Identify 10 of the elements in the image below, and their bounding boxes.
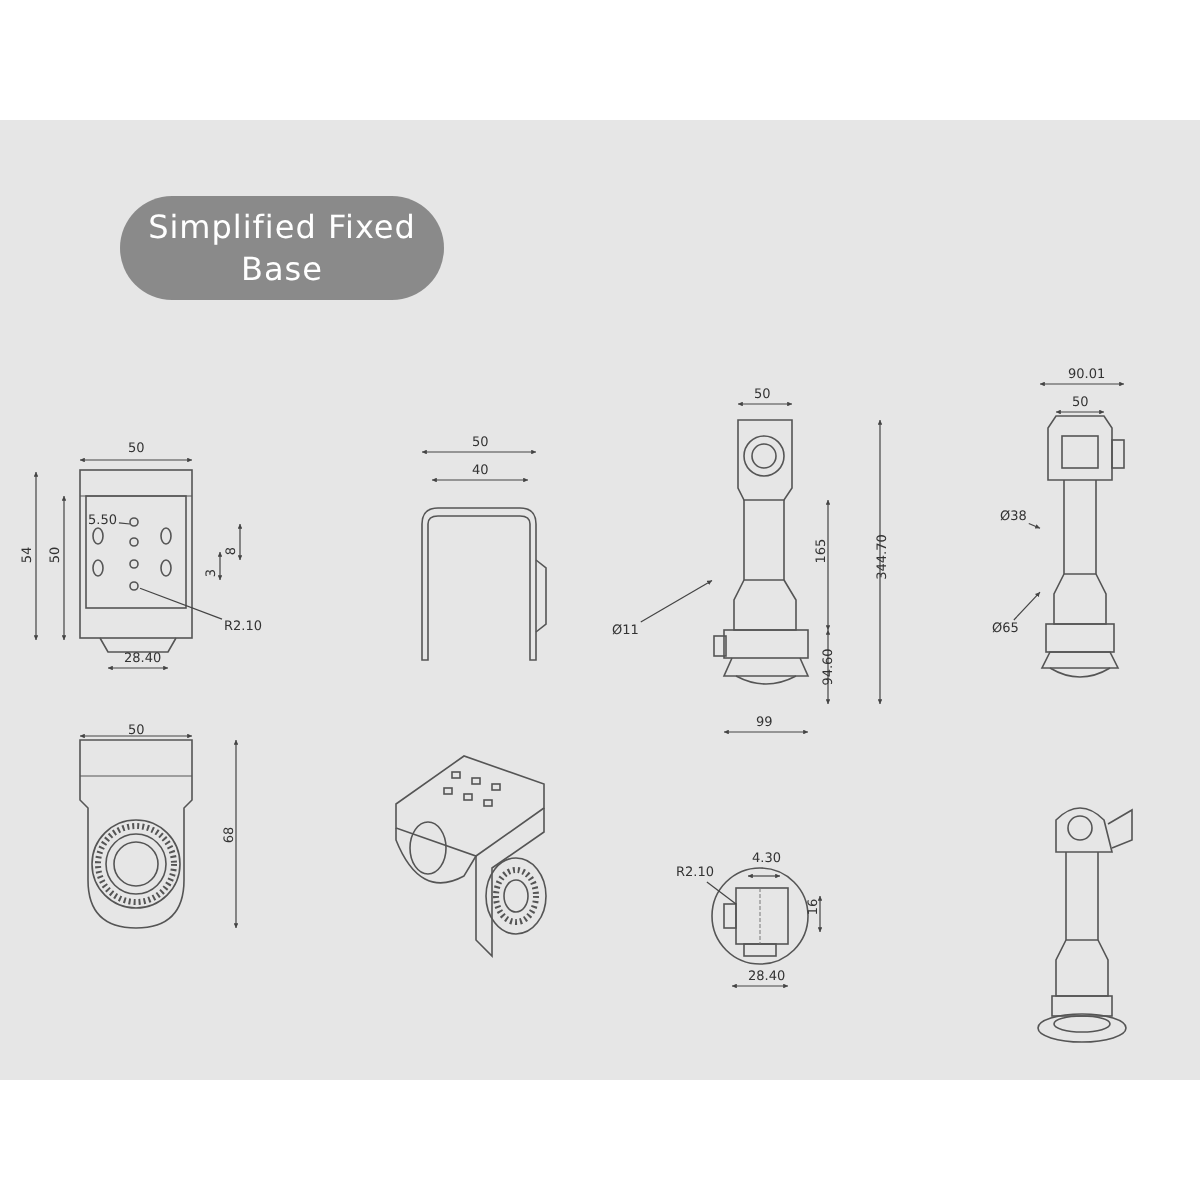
base-side-view-drawing <box>713 419 810 685</box>
title-badge: Simplified Fixed Base <box>120 196 444 300</box>
base-front-view-drawing <box>1040 415 1125 678</box>
mounting-hole <box>129 581 139 591</box>
diameter-arrow <box>1028 522 1041 529</box>
leader-line <box>139 587 223 620</box>
leader-line <box>118 522 131 525</box>
diameter-arrow <box>640 579 713 623</box>
diameter-arrow <box>1013 591 1041 621</box>
leader-line <box>706 881 737 905</box>
